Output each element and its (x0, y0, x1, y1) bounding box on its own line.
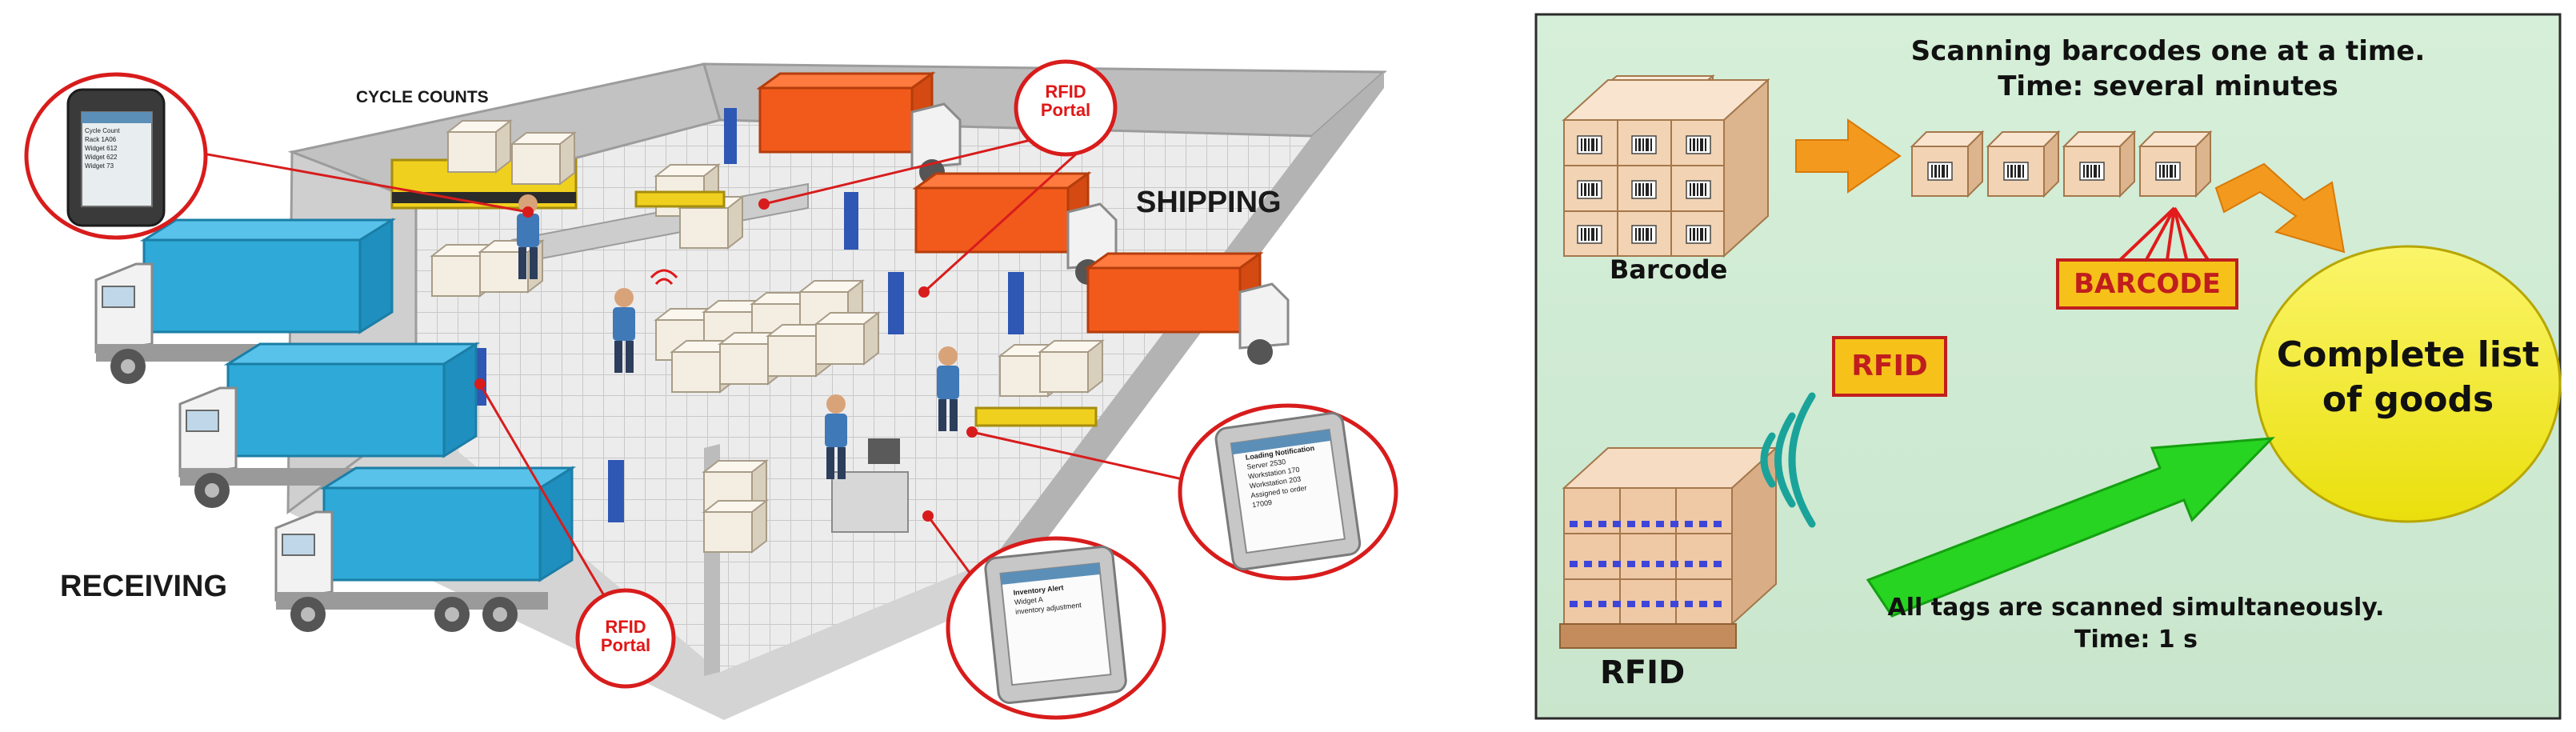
barcode-pallet (1562, 75, 1770, 258)
handheld-screen-text: Cycle Count Rack 1A06 Widget 612 Widget … (85, 126, 120, 170)
shipping-label: SHIPPING (1136, 186, 1282, 219)
top-caption: Scanning barcodes one at a time. Time: s… (1872, 34, 2464, 104)
orange-arrow-to-result (2214, 162, 2346, 254)
result-text: Complete list of goods (2258, 333, 2558, 422)
inventory-alert-callout (946, 536, 1166, 720)
receiving-label: RECEIVING (60, 570, 228, 603)
handheld-line: Widget 73 (85, 162, 114, 170)
bottom-caption-line1: All tags are scanned simultaneously. (1887, 594, 2385, 622)
handheld-line: Widget 622 (85, 154, 118, 161)
scan-rays (2118, 206, 2211, 266)
handheld-line: Rack 1A06 (85, 136, 117, 143)
top-caption-line2: Time: several minutes (1998, 70, 2338, 102)
single-boxes (1910, 130, 2213, 198)
rfid-portal-callout-top (1014, 59, 1118, 157)
result-ellipse (2254, 245, 2562, 523)
warehouse-illustration (94, 62, 1387, 720)
rfid-box: RFID (1832, 336, 1947, 397)
handheld-callout (24, 72, 208, 240)
green-arrow (1866, 437, 2275, 618)
handheld-line: Cycle Count (85, 127, 120, 134)
orange-arrow-to-boxes (1795, 118, 1902, 194)
handheld-line: Widget 612 (85, 145, 118, 152)
callout-lines (171, 130, 1205, 617)
rfid-waves (1760, 392, 1816, 528)
rfid-portal-bottom-line2: Portal (600, 635, 651, 656)
rfid-portal-bottom-line1: RFID (605, 617, 646, 637)
loading-notification-text: Loading Notification Server 2530 Worksta… (1245, 443, 1322, 510)
rfid-label: RFID (1600, 654, 1686, 691)
barcode-box: BARCODE (2056, 258, 2238, 310)
rfid-portal-top-line2: Portal (1040, 100, 1091, 121)
rfid-portal-bottom-label: RFID Portal (592, 618, 659, 654)
bottom-caption-line2: Time: 1 s (2074, 626, 2198, 654)
rfid-portal-top-label: RFID Portal (1032, 82, 1099, 119)
barcode-label: Barcode (1610, 254, 1728, 285)
rfid-portal-top-line1: RFID (1045, 82, 1086, 102)
callout-dots (474, 198, 978, 522)
loading-notification-callout (1178, 403, 1398, 581)
bottom-caption: All tags are scanned simultaneously. Tim… (1840, 592, 2432, 656)
top-caption-line1: Scanning barcodes one at a time. (1910, 35, 2426, 67)
cycle-counts-label: CYCLE COUNTS (356, 88, 489, 106)
result-line1: Complete list (2276, 334, 2540, 375)
rfid-portal-callout-bottom (575, 588, 676, 689)
result-line2: of goods (2322, 379, 2494, 420)
